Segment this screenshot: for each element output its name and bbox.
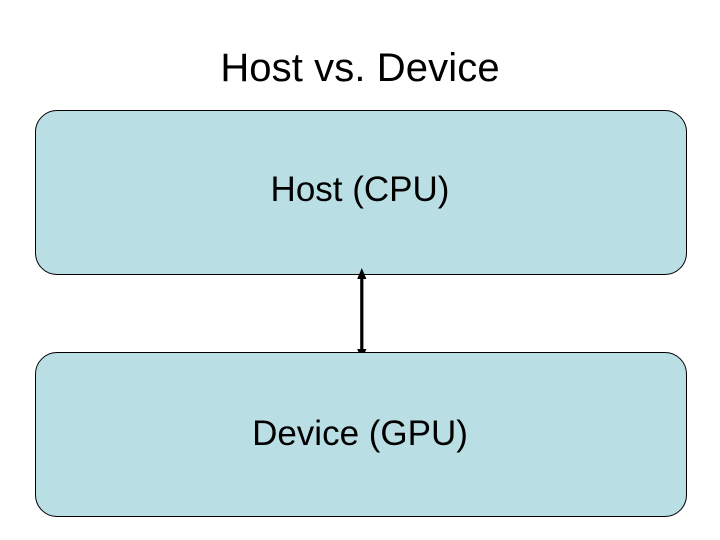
device-box-label: Device (GPU) bbox=[252, 414, 468, 453]
host-box[interactable] bbox=[35, 110, 687, 275]
device-box[interactable] bbox=[35, 352, 687, 517]
page-title: Host vs. Device bbox=[220, 46, 500, 90]
host-box-label: Host (CPU) bbox=[270, 170, 450, 209]
double-headed-arrow-icon bbox=[340, 266, 384, 362]
